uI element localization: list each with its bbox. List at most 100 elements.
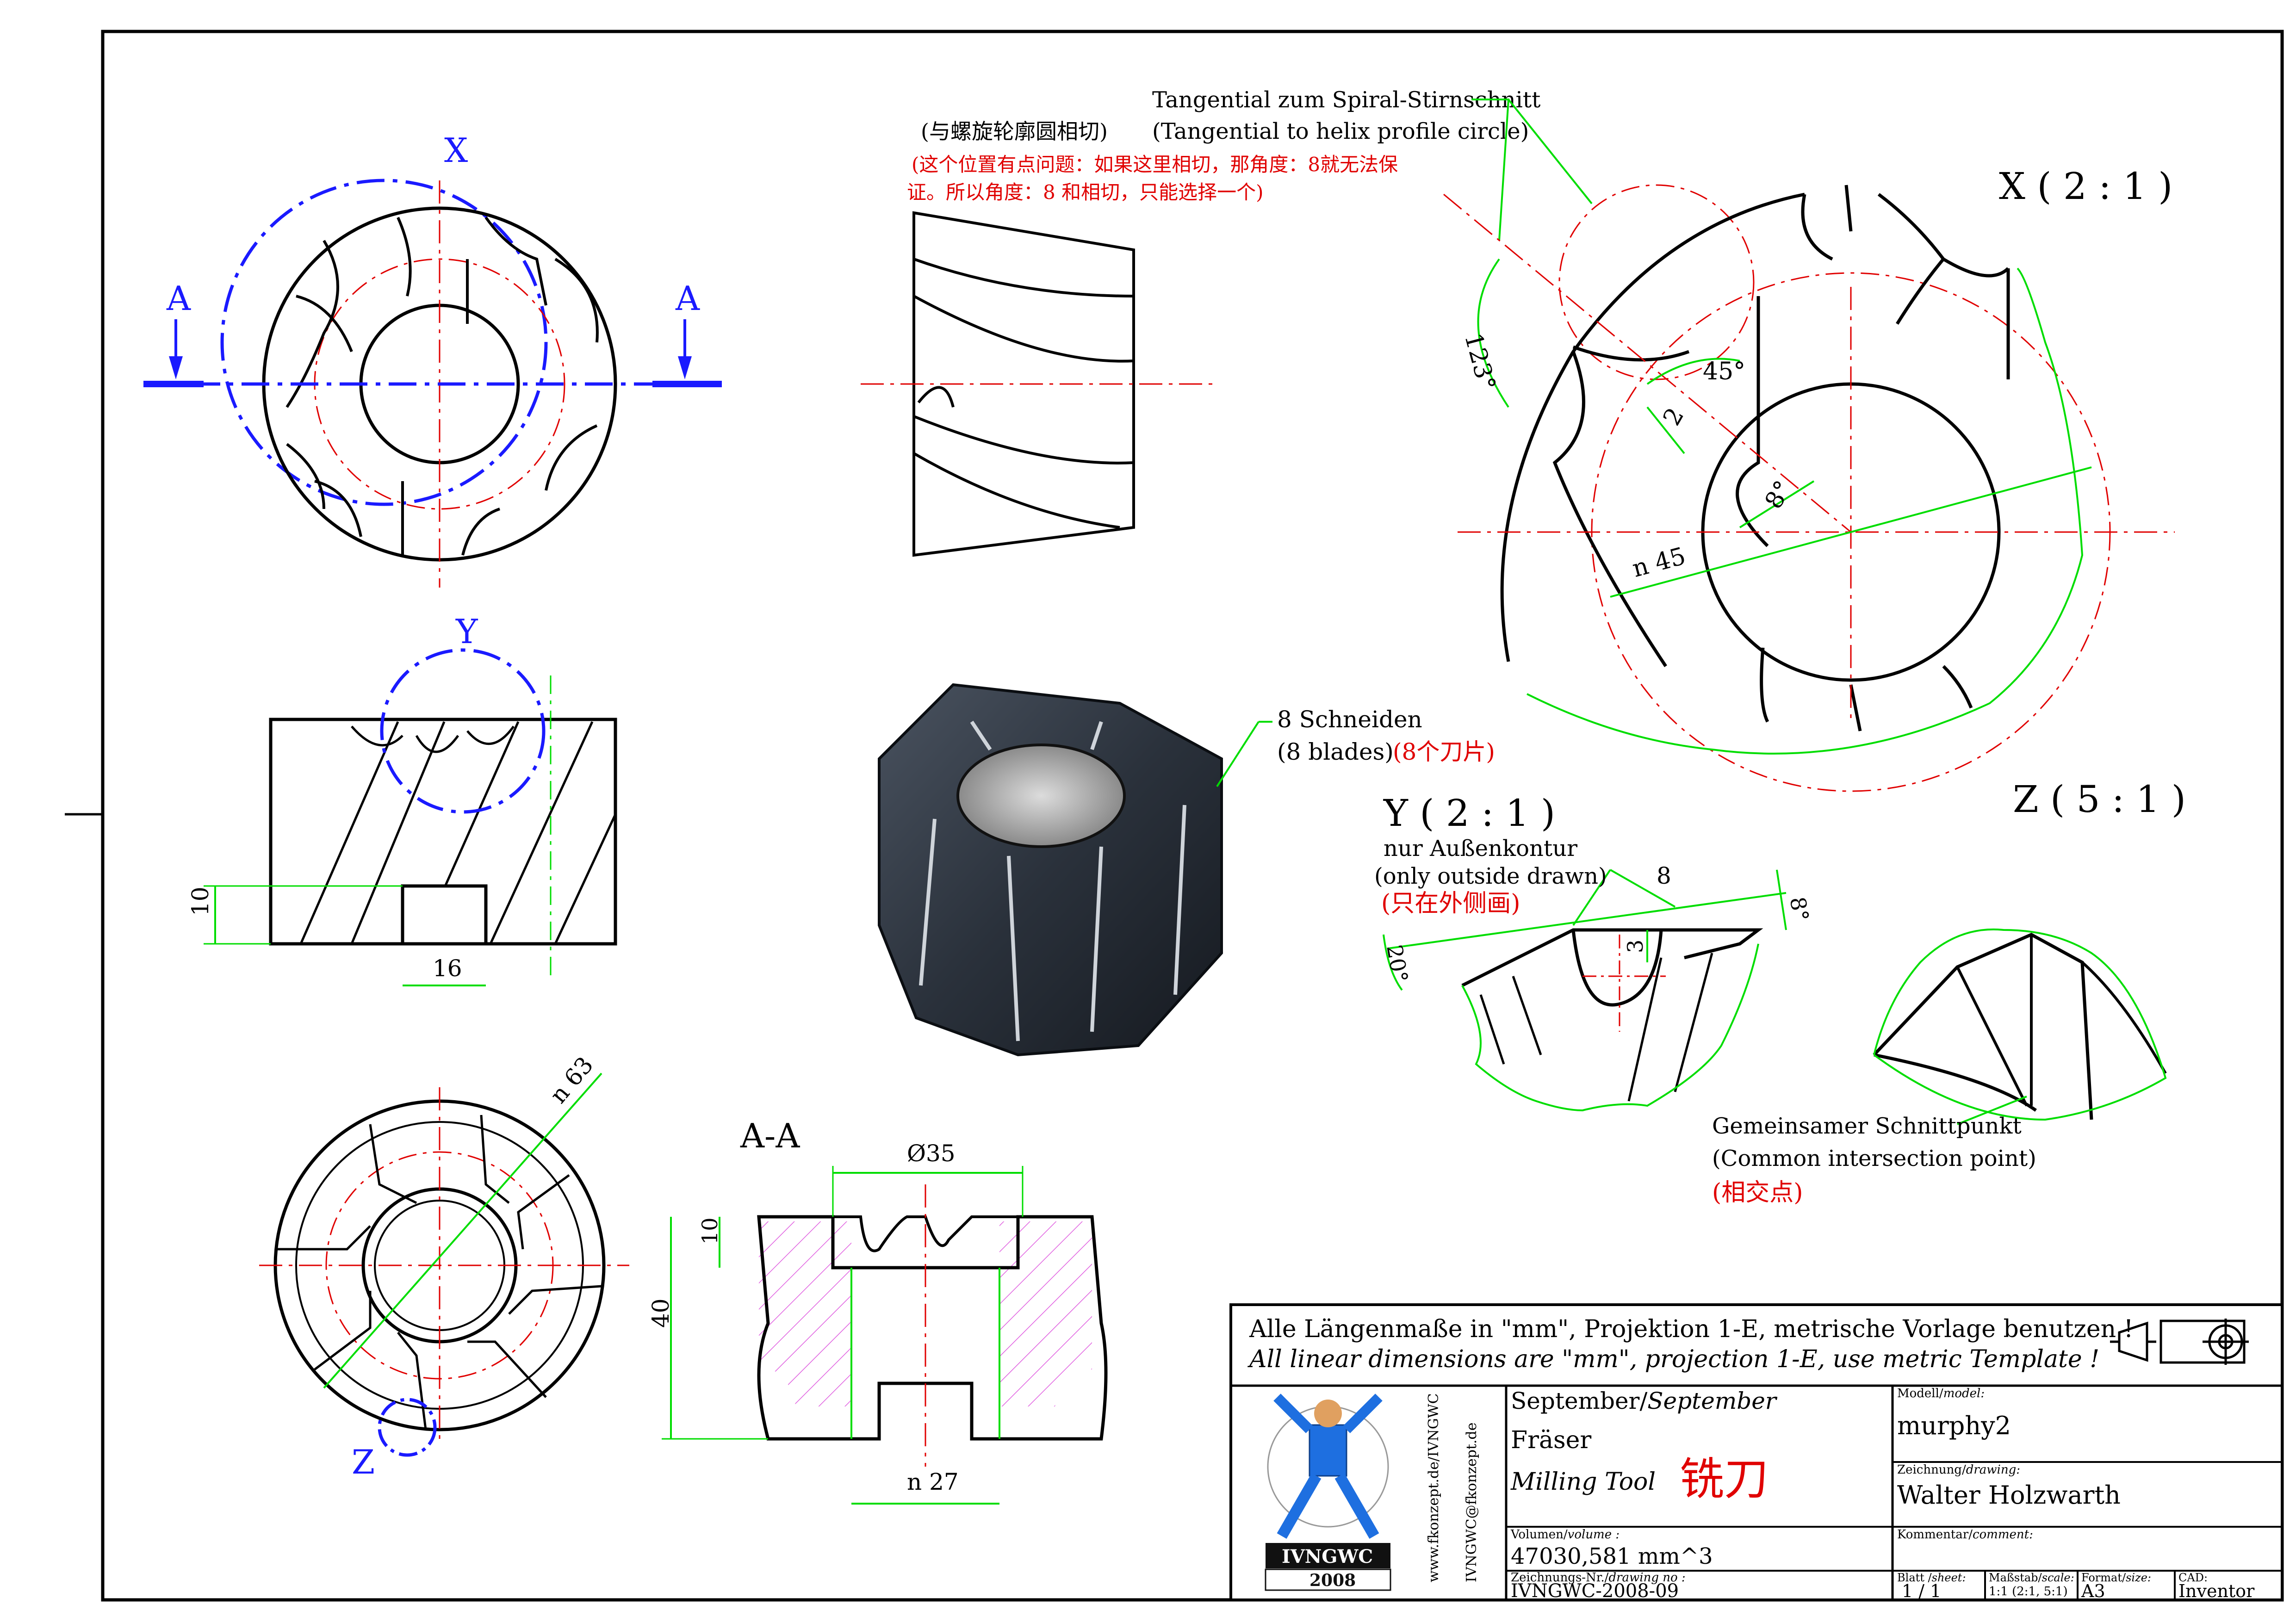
blades-note-zh: (8个刀片): [1393, 738, 1495, 765]
cut-label-right: A: [675, 279, 700, 318]
drawing-frame: [101, 30, 2284, 1602]
cad-label: CAD:: [2178, 1571, 2208, 1584]
intersect-leader: [1957, 1096, 2027, 1125]
section-arrow-left-head: [169, 356, 183, 379]
detail-y-boundary: [380, 648, 546, 814]
detail-y-helix: [1479, 953, 1713, 1102]
bottom-dim-63: [323, 1072, 602, 1389]
side-helix-3: [913, 415, 1134, 465]
side-helix-1: [913, 258, 1134, 297]
side-notch: [917, 386, 955, 408]
svg-text:September/September: September/September: [1511, 1388, 1778, 1414]
format-label-en: size:: [2126, 1571, 2151, 1584]
model-value: murphy2: [1897, 1411, 2011, 1440]
detail-y-angle-8-line: [1776, 869, 1787, 930]
detail-y-outer-green: [1461, 943, 1759, 1112]
model-label-en: model:: [1943, 1387, 1985, 1400]
section-outline: [757, 1215, 1108, 1441]
iso-bore: [956, 743, 1126, 848]
section-hatch-left: [759, 1221, 851, 1406]
scale-label-de: Maßstab/: [1989, 1571, 2042, 1584]
section-top-teeth: [833, 1215, 1018, 1252]
detail-y-note-de: nur Außenkontur: [1384, 836, 1577, 861]
warning-note-zh-1: (这个位置有点问题：如果这里相切，那角度：8就无法保: [912, 153, 1398, 176]
drawing-label-de: Zeichnung/: [1897, 1463, 1966, 1477]
detail-y-note-en: (only outside drawn): [1374, 863, 1607, 889]
detail-x-angle-arc-123: [1477, 258, 1509, 408]
detail-y: Y ( 2 : 1 ) nur Außenkontur (only outsid…: [1374, 792, 1814, 1112]
detail-x-contour: [1500, 185, 2010, 731]
detail-y-angle-20: [1383, 934, 1403, 991]
detail-x-angle-123: 123°: [1459, 330, 1501, 394]
projection-symbol: [2110, 1319, 2249, 1365]
detail-y-angle-20-label: 20°: [1382, 943, 1413, 985]
volume-value: 47030,581 mm^3: [1511, 1543, 1713, 1569]
bottom-dim-63-label: n 63: [545, 1052, 598, 1109]
iso-render: [878, 683, 1223, 1057]
detail-x: 123° 45° 2 8° n 45 X ( 2 : 1 ): [1443, 165, 2175, 792]
intersect-note-de: Gemeinsamer Schnittpunkt: [1712, 1113, 2022, 1139]
svg-text:Zeichnungs-Nr./drawing no :: Zeichnungs-Nr./drawing no :: [1511, 1571, 1686, 1585]
intersect-note-zh: (相交点): [1712, 1179, 1803, 1207]
tangent-leader-2: [1508, 99, 1593, 204]
drawno-label-de: Zeichnungs-Nr./: [1511, 1571, 1609, 1585]
logo-text: IVNGWC: [1282, 1546, 1373, 1567]
volume-label-en: volume :: [1568, 1528, 1620, 1542]
drawno-value: IVNGWC-2008-09: [1511, 1580, 1679, 1602]
side-view: [912, 211, 1135, 557]
warning-note-zh-2: 证。所以角度：8 和相切，只能选择一个): [907, 181, 1263, 204]
iso-flutes: [919, 720, 1186, 1041]
detail-z-outer-green: [1873, 928, 2167, 1121]
logo-email: IVNGWC@fkonzept.de: [1464, 1423, 1480, 1583]
svg-text:Maßstab/scale:: Maßstab/scale:: [1989, 1571, 2074, 1584]
blades-note-de: 8 Schneiden: [1277, 706, 1422, 733]
detail-x-dia-line: [1610, 466, 2092, 598]
svg-text:Blatt /sheet:: Blatt /sheet:: [1897, 1571, 1966, 1584]
detail-z-boundary: [378, 1398, 437, 1457]
detail-y-dim-8: [1572, 869, 1611, 926]
detail-y-angle-8-label: 8°: [1785, 895, 1814, 923]
detail-z-title: Z ( 5 : 1 ): [2013, 778, 2186, 821]
format-label-de: Format/: [2081, 1571, 2126, 1584]
scale-label-en: scale:: [2042, 1571, 2074, 1584]
date-de: September/: [1511, 1388, 1647, 1414]
part-name-en: Milling Tool: [1510, 1468, 1656, 1496]
detail-x-dia-label: n 45: [1629, 542, 1688, 583]
top-view: A A X: [143, 131, 722, 588]
svg-text:Format/size:: Format/size:: [2081, 1571, 2151, 1584]
detail-y-dim-3-label: 3: [1623, 940, 1648, 953]
detail-z-profile-2: [1874, 1053, 2037, 1112]
detail-z: Z ( 5 : 1 ) Gemeinsamer Schnittpunkt (Co…: [1712, 778, 2186, 1207]
blades-note-en: (8 blades): [1277, 738, 1394, 765]
front-dim-10-label: 10: [187, 886, 214, 916]
section-dim-40-label: 40: [647, 1298, 674, 1328]
section-dim-27-label: n 27: [907, 1468, 959, 1495]
front-outline: [269, 718, 617, 946]
side-helix-4: [913, 452, 1120, 529]
section-hatch-right: [999, 1221, 1092, 1406]
detail-x-dim-8: [1739, 480, 1815, 528]
logo-year: 2008: [1309, 1571, 1356, 1590]
section-view: A-A Ø35 10 40 n 27: [647, 1116, 1108, 1505]
detail-x-radial: [1443, 193, 1851, 533]
detail-z-tooth: [2081, 961, 2167, 1074]
date-en: September: [1647, 1388, 1778, 1414]
drawing-label-en: drawing:: [1966, 1463, 2020, 1477]
detail-label-x: X: [444, 131, 468, 170]
format-value: A3: [2081, 1581, 2105, 1601]
side-outline: [912, 211, 1135, 557]
detail-y-ref-line: [1388, 892, 1787, 949]
sheet-value: 1 / 1: [1902, 1581, 1941, 1601]
svg-text:Kommentar/comment:: Kommentar/comment:: [1897, 1528, 2033, 1542]
part-name-de: Fräser: [1511, 1426, 1591, 1454]
detail-z-line-a: [1956, 966, 2028, 1107]
title-block: Alle Längenmaße in "mm", Projektion 1-E,…: [1229, 1303, 2284, 1602]
drawing-value: Walter Holzwarth: [1897, 1481, 2121, 1510]
detail-x-title: X ( 2 : 1 ): [1999, 165, 2172, 208]
section-arrow-right-head: [678, 356, 692, 379]
tangent-note-en: (Tangential to helix profile circle): [1152, 118, 1529, 144]
side-helix-2: [913, 295, 1134, 363]
logo-head: [1314, 1400, 1342, 1427]
detail-x-angle-45: 45°: [1703, 358, 1745, 385]
bottom-view: n 63 Z: [259, 1052, 629, 1481]
